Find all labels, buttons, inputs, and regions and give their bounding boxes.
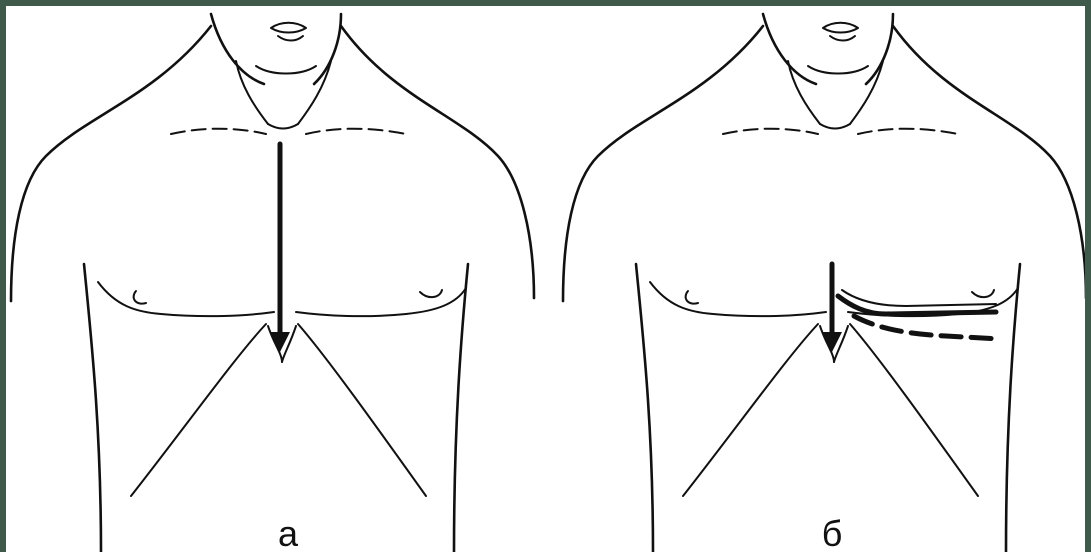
panel-b-caption: б — [802, 514, 862, 552]
panel-a-caption: а — [258, 514, 318, 552]
panel-b-dashed-incision — [854, 316, 1001, 339]
panel-a-sternotomy-incision — [270, 144, 290, 352]
panel-b-torso — [563, 14, 1085, 552]
panel-a-torso — [11, 14, 534, 552]
surgical-incision-diagram — [6, 6, 1085, 552]
figure-frame: а б — [6, 6, 1085, 552]
